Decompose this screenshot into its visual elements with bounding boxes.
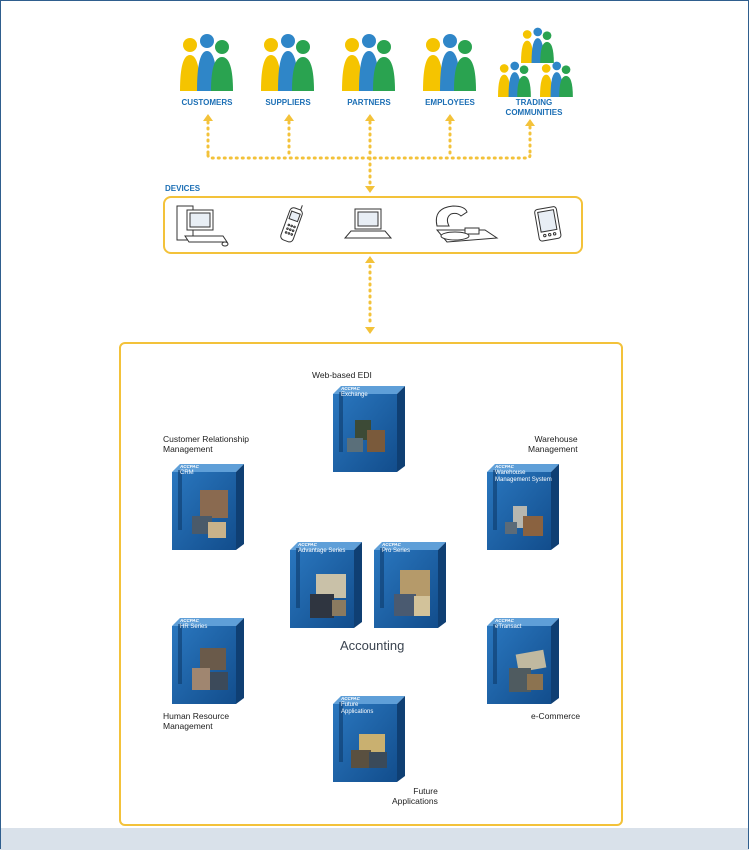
suppliers-icon [261, 34, 314, 91]
product-name: Exchange [341, 392, 368, 398]
employees-icon [423, 34, 476, 91]
persona-connectors [203, 114, 535, 193]
persona-label: PARTNERS [347, 98, 391, 107]
laptop-icon [343, 208, 393, 239]
product-exchange: ACCPAC Exchange [333, 380, 405, 477]
persona-icons [180, 27, 573, 97]
label-web-edi: Web-based EDI [312, 370, 372, 380]
persona-suppliers: SUPPLIERS [238, 98, 338, 108]
label-hr: Human Resource Management [163, 711, 230, 731]
persona-trading-communities: TRADING COMMUNITIES [484, 98, 584, 118]
product-etransact: ACCPAC eTransact [487, 612, 559, 709]
product-hr-series: ACCPAC HR Series [172, 612, 244, 709]
product-warehouse: ACCPAC Warehouse Management System [487, 458, 559, 555]
label-crm: Customer Relationship Management [163, 434, 249, 454]
label-accounting: Accounting [340, 638, 405, 653]
persona-employees: EMPLOYEES [400, 98, 500, 108]
brand-logo: ACCPAC [341, 696, 360, 701]
brand-logo: ACCPAC [382, 542, 401, 547]
persona-partners: PARTNERS [319, 98, 419, 108]
product-name: HR Series [180, 624, 208, 630]
label-ecommerce: e-Commerce [531, 711, 581, 721]
brand-logo: ACCPAC [180, 464, 199, 469]
devices-hub-connector [365, 256, 375, 334]
product-crm: ACCPAC CRM [172, 458, 244, 555]
label-warehouse: Warehouse Management [528, 434, 578, 454]
pda-icon [534, 206, 562, 242]
devices-label: DEVICES [165, 184, 201, 193]
mobile-phone-icon [280, 205, 303, 243]
brand-logo: ACCPAC [298, 542, 317, 547]
brand-logo: ACCPAC [495, 464, 514, 469]
trading-communities-icon [498, 27, 573, 97]
product-advantage-series: ACCPAC Advantage Series [290, 536, 362, 633]
persona-customers: CUSTOMERS [157, 98, 257, 108]
brand-logo: ACCPAC [495, 618, 514, 623]
telephone-icon [435, 205, 499, 243]
brand-logo: ACCPAC [341, 386, 360, 391]
persona-label: CUSTOMERS [181, 98, 233, 107]
persona-label: SUPPLIERS [265, 98, 311, 107]
product-name: CRM [180, 470, 194, 476]
product-future-applications: ACCPAC Future Applications [333, 690, 405, 787]
bottom-band [1, 828, 748, 850]
devices-bar [163, 196, 583, 254]
persona-label: TRADING COMMUNITIES [505, 98, 563, 117]
persona-label: EMPLOYEES [425, 98, 475, 107]
product-name: Pro Series [382, 548, 411, 554]
product-name: Warehouse Management System [495, 470, 552, 483]
label-future: Future Applications [392, 786, 438, 806]
partners-icon [342, 34, 395, 91]
desktop-computer-icon [176, 205, 229, 247]
product-name: Advantage Series [298, 548, 346, 554]
brand-logo: ACCPAC [180, 618, 199, 623]
device-icons [176, 205, 562, 247]
product-pro-series: ACCPAC Pro Series [374, 536, 446, 633]
product-name: eTransact [495, 624, 522, 630]
product-name: Future Applications [341, 702, 374, 715]
customers-icon [180, 34, 233, 91]
